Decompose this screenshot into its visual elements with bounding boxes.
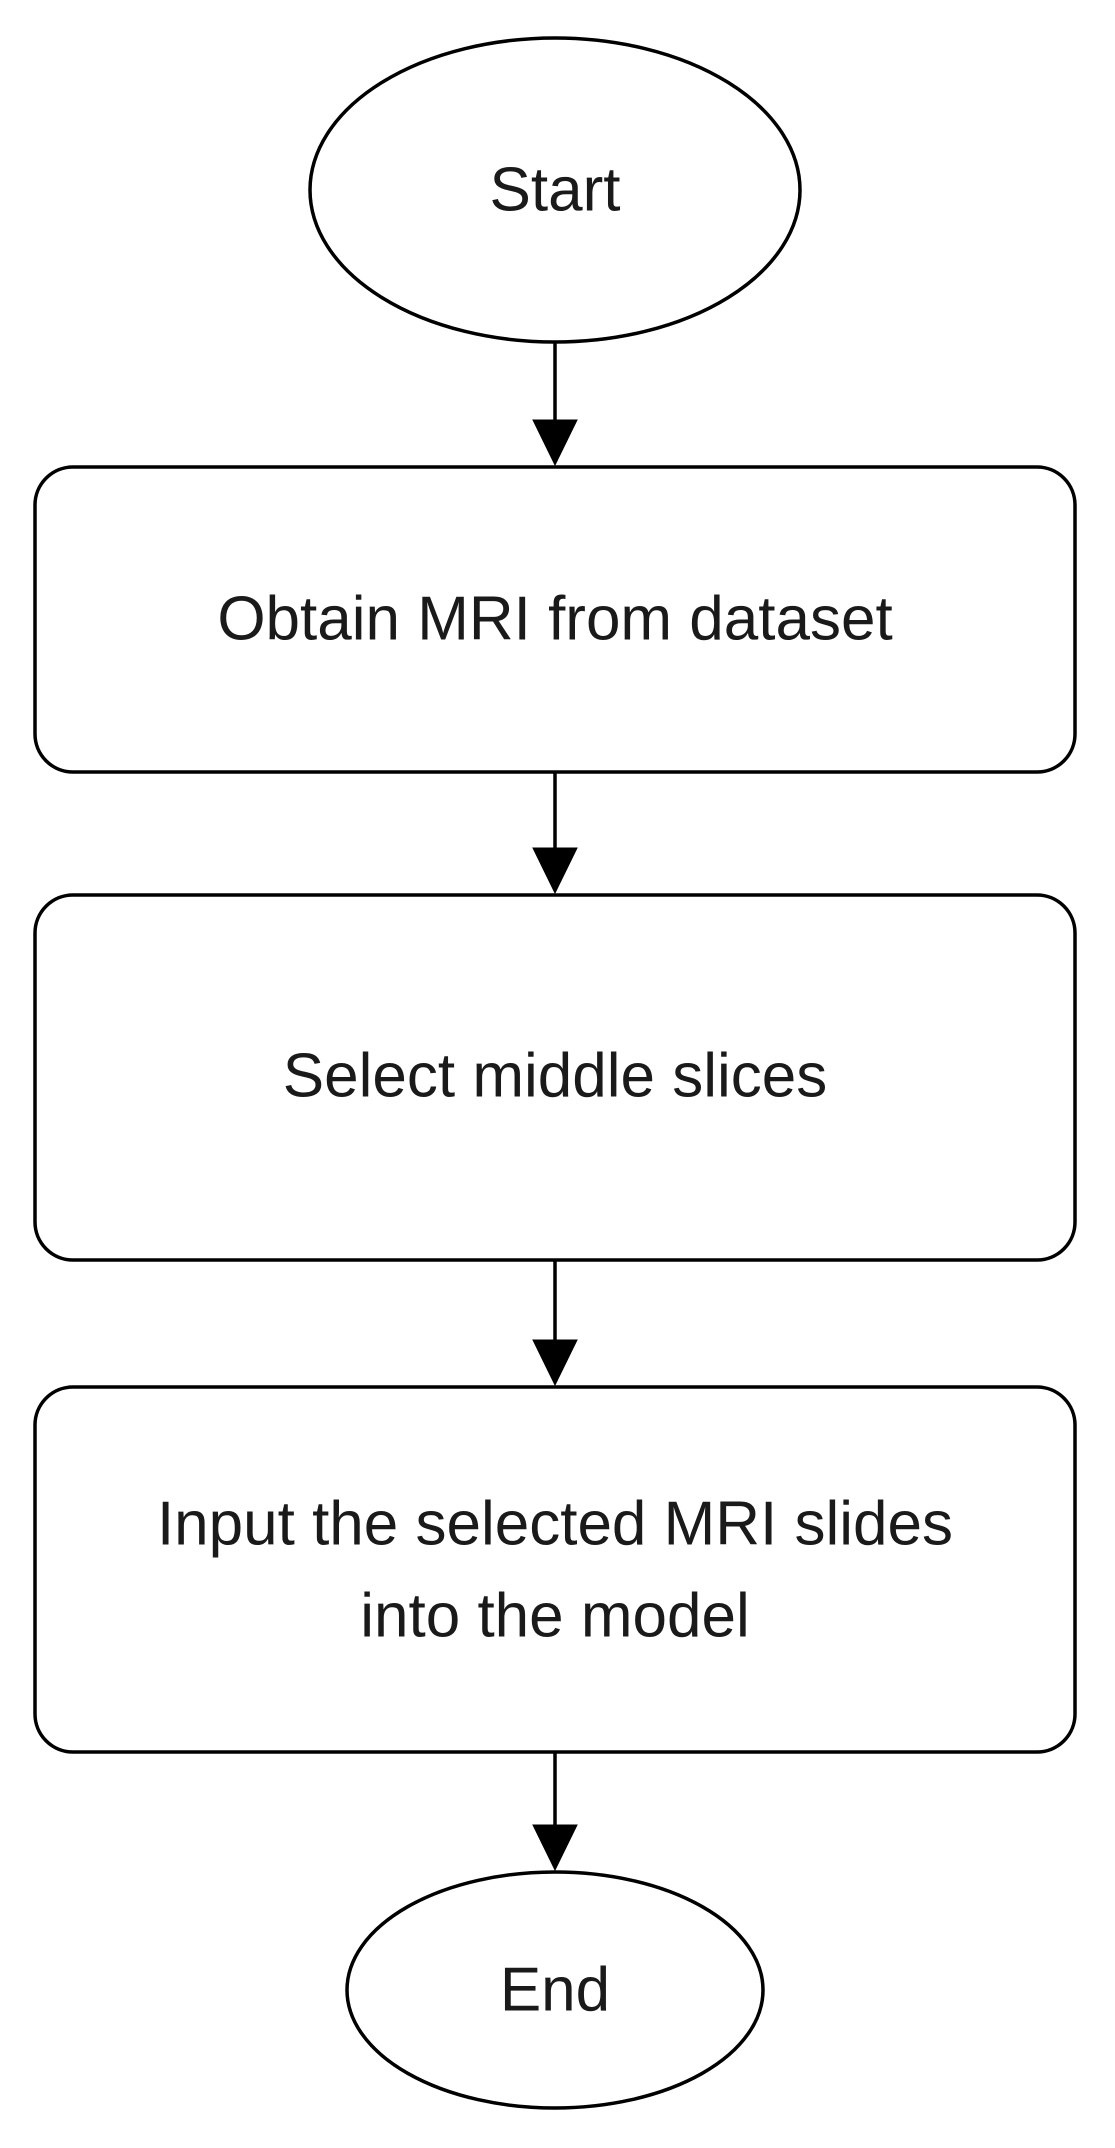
process-step-2: Select middle slices: [33, 893, 1077, 1262]
arrow-step-3-to-end: [532, 1752, 578, 1872]
arrow-3-head: [532, 1339, 578, 1387]
step-1-label: Obtain MRI from dataset: [217, 585, 892, 654]
arrow-step-1-to-step-2: [532, 772, 578, 895]
step-3-label-line-1: Input the selected MRI slides: [157, 1490, 953, 1559]
end-label: End: [500, 1956, 610, 2025]
end-ellipse: [345, 1870, 765, 2110]
end-node: End: [345, 1870, 765, 2110]
step-2-label: Select middle slices: [283, 1042, 827, 1111]
arrow-1-head: [532, 419, 578, 467]
arrow-start-to-step-1: [532, 342, 578, 467]
step-3-label-line-2: into the model: [360, 1582, 749, 1651]
process-step-3: Input the selected MRI slides into the m…: [33, 1385, 1077, 1754]
arrow-step-2-to-step-3: [532, 1260, 578, 1387]
start-label: Start: [490, 156, 621, 225]
arrow-2-head: [532, 847, 578, 895]
arrow-4-head: [532, 1824, 578, 1872]
start-node: Start: [308, 36, 802, 344]
step-3-box: [33, 1385, 1077, 1754]
process-step-1: Obtain MRI from dataset: [33, 465, 1077, 774]
